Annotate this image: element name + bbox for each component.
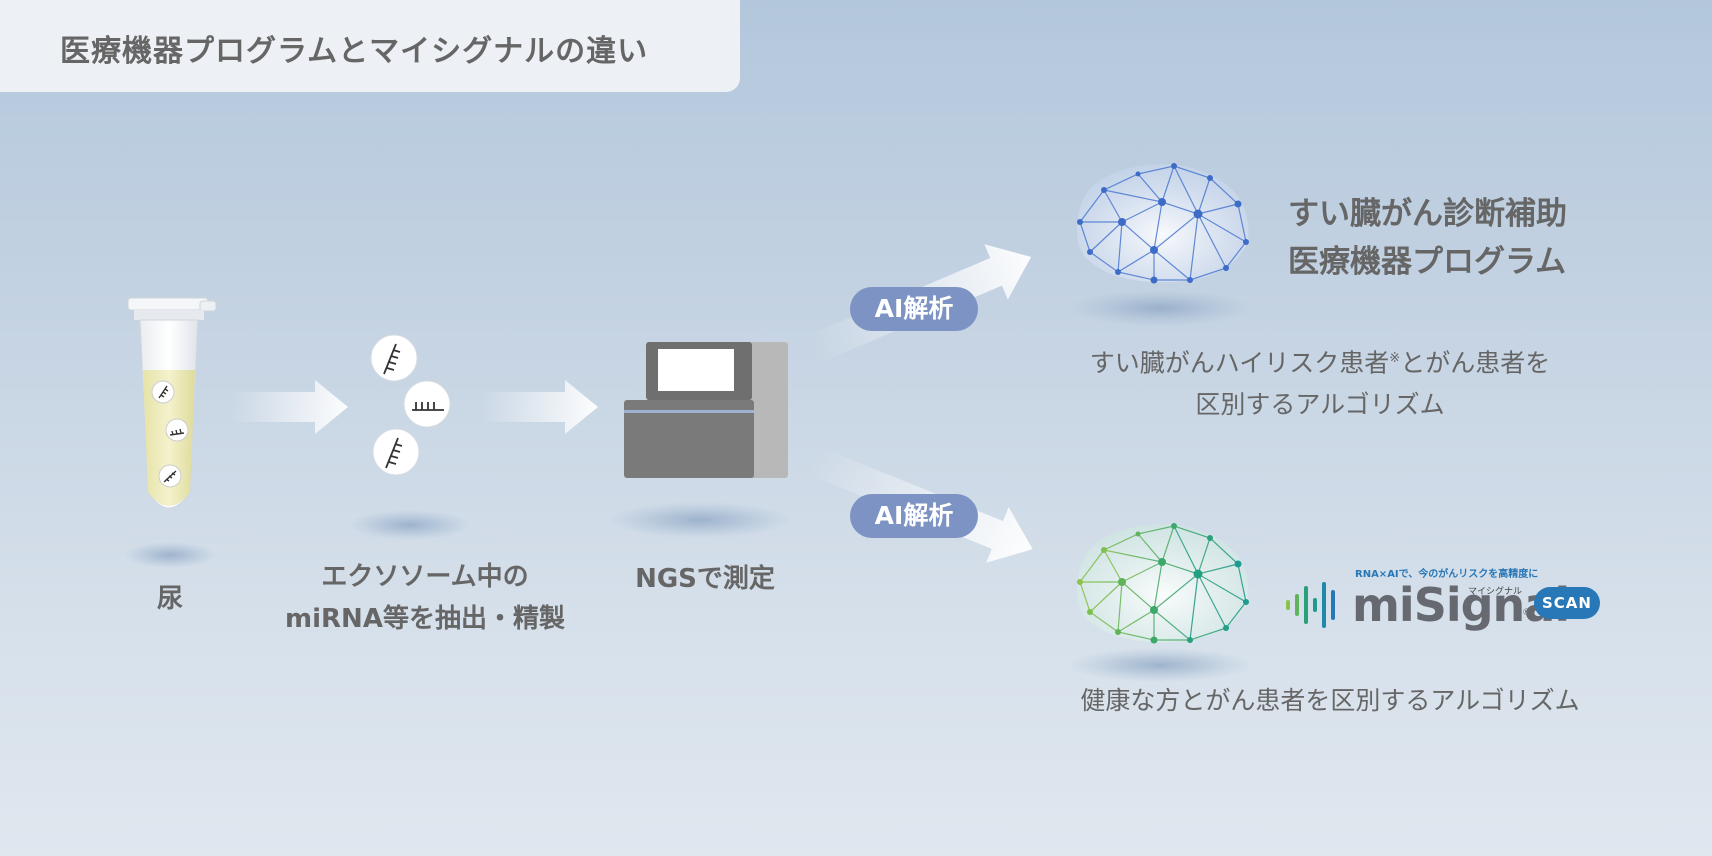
tube-shadow [125, 542, 215, 568]
misignal-description: 健康な方とがん患者を区別するアルゴリズム [1080, 686, 1580, 715]
urine-label: 尿 [156, 584, 183, 614]
ai-analysis-badge-bottom: AI解析 [850, 494, 978, 538]
molecule-1 [370, 334, 418, 382]
ngs-screen [658, 349, 734, 391]
page-title: 医療機器プログラムとマイシグナルの違い [60, 34, 649, 69]
misignal-kana: マイシグナル [1468, 587, 1523, 597]
misignal-registered-mark: ® [1522, 608, 1531, 618]
tube-particle-1 [151, 380, 175, 404]
tube-particle-3 [158, 464, 182, 488]
brain-network-blue-icon [1076, 163, 1249, 284]
program-desc-note-mark: ※ [1389, 351, 1401, 366]
extract-label-line2: miRNA等を抽出・精製 [285, 604, 565, 634]
tube-particle-2 [165, 418, 189, 442]
ngs-machine-icon [624, 342, 788, 478]
molecule-shadow [350, 510, 470, 540]
brain-blue-shadow [1070, 290, 1250, 326]
extract-label-line1: エクソソーム中の [321, 562, 529, 592]
machine-shadow [610, 502, 790, 538]
ngs-label: NGSで測定 [635, 564, 775, 594]
molecule-3 [372, 428, 420, 476]
title-box: 医療機器プログラムとマイシグナルの違い [0, 0, 740, 92]
misignal-wordmark: miSignal [1352, 578, 1570, 632]
mirna-molecules-icon [370, 334, 451, 476]
arrow-urine-to-extract [230, 380, 348, 434]
program-title-line1: すい臓がん診断補助 [1288, 196, 1567, 232]
program-desc-text-a: すい臓がんハイリスク患者 [1089, 348, 1390, 378]
program-description: すい臓がんハイリスク患者※とがん患者を 区別するアルゴリズム [1060, 338, 1580, 426]
program-desc-text-b: とがん患者を [1400, 348, 1551, 378]
brain-green-shadow [1070, 648, 1250, 682]
molecule-2 [403, 380, 451, 428]
arrow-extract-to-ngs [480, 380, 598, 434]
scan-badge: SCAN [1534, 587, 1600, 619]
extract-label: エクソソーム中の miRNA等を抽出・精製 [270, 556, 580, 640]
ai-analysis-badge-top: AI解析 [850, 287, 978, 331]
program-description-line2: 区別するアルゴリズム [1195, 390, 1445, 420]
urine-tube-icon [127, 297, 217, 509]
brain-network-green-icon [1076, 523, 1249, 644]
signal-wave-icon [1286, 582, 1335, 628]
program-description-line1: すい臓がんハイリスク患者※とがん患者を [1060, 338, 1580, 384]
program-title: すい臓がん診断補助 医療機器プログラム [1288, 190, 1567, 286]
program-title-line2: 医療機器プログラム [1288, 244, 1567, 280]
misignal-tagline: RNA×AIで、今のがんリスクを高精度に [1355, 569, 1539, 580]
